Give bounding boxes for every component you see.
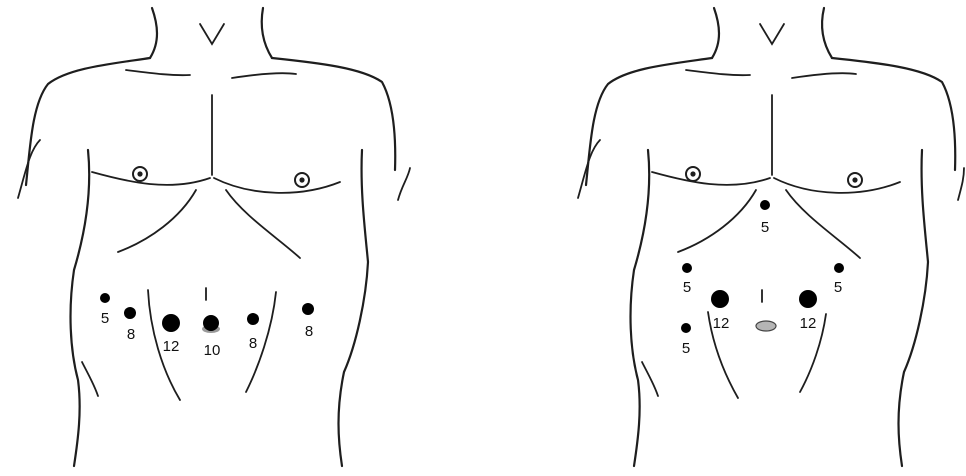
port-marker [247,313,259,325]
umbilicus [756,321,776,331]
port-marker [681,323,691,333]
right-torso-figure [578,8,964,466]
port-marker [124,307,136,319]
port-marker [682,263,692,273]
port-label: 12 [713,315,730,332]
port-marker [302,303,314,315]
port-marker [162,314,180,332]
port-marker [834,263,844,273]
left-torso-outline [18,8,410,466]
port-marker [711,290,729,308]
port-label: 5 [101,310,109,327]
port-label: 10 [204,342,221,359]
right-torso-outline [578,8,964,466]
port-label: 12 [163,338,180,355]
port-label: 8 [127,326,135,343]
port-marker [760,200,770,210]
port-label: 5 [682,340,690,357]
port-label: 8 [305,323,313,340]
port-label: 8 [249,335,257,352]
port-marker [100,293,110,303]
port-marker [799,290,817,308]
port-label: 5 [834,279,842,296]
left-ports: 5 8 12 10 8 8 [100,293,314,359]
port-label: 5 [683,279,691,296]
port-label: 12 [800,315,817,332]
left-torso-figure [18,8,410,466]
port-marker [203,315,219,331]
port-label: 5 [761,219,769,236]
